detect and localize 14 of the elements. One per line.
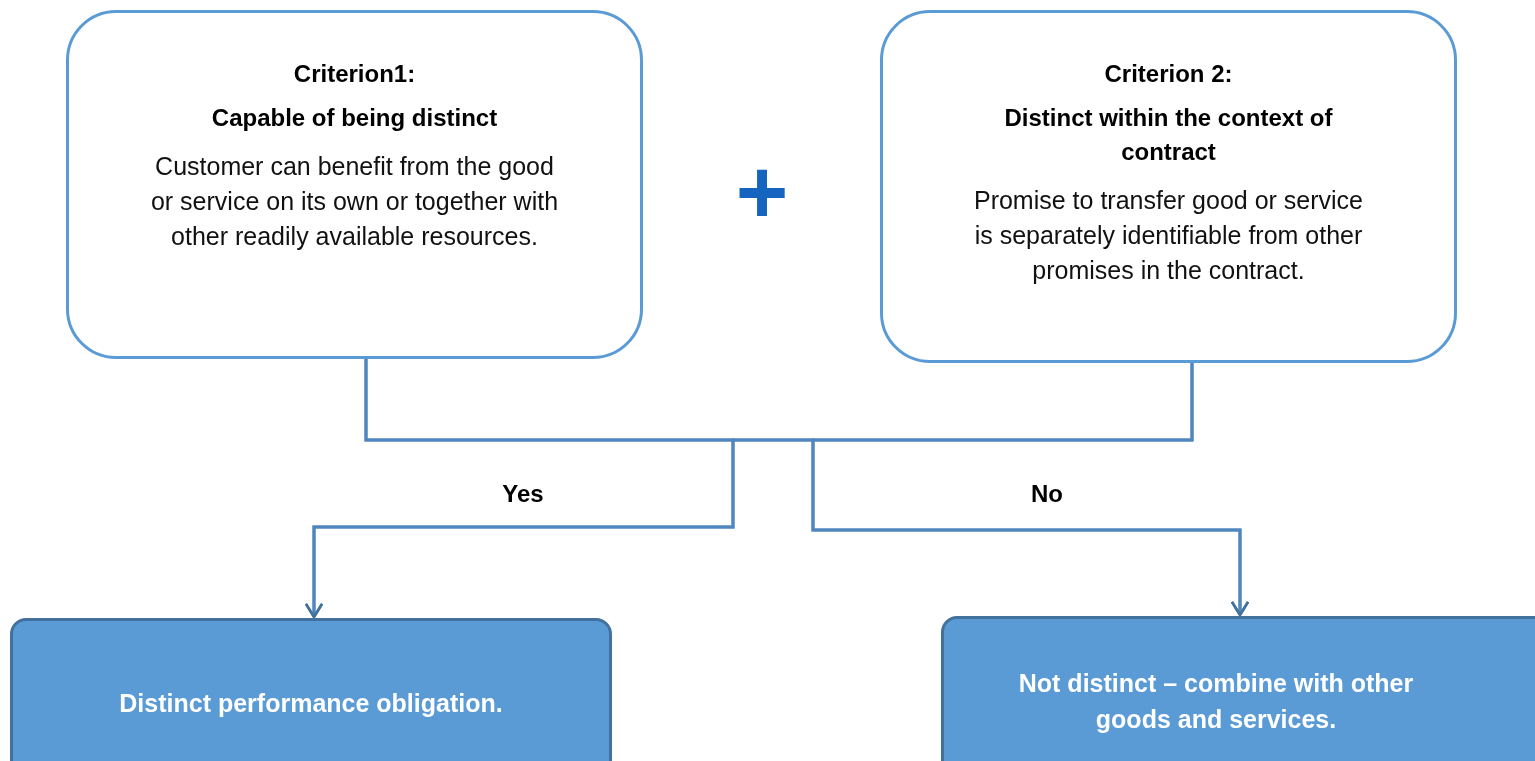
connector-arrow <box>811 363 1250 617</box>
criterion-description: Customer can benefit from the good or service on its own or together with other readily available resources. <box>149 151 560 252</box>
criterion-heading: Capable of being distinct <box>211 103 498 133</box>
plus-sign: + <box>735 147 789 237</box>
criterion-box <box>880 10 1457 363</box>
criterion-box <box>66 10 643 359</box>
result-box <box>941 616 1535 761</box>
criterion-title: Criterion1: <box>293 59 416 89</box>
result-text: Not distinct – combine with other goods and services. <box>1017 668 1415 735</box>
result-text: Distinct performance obligation. <box>119 688 503 719</box>
result-box <box>10 618 612 761</box>
criterion-title: Criterion 2: <box>1104 59 1233 89</box>
criterion-description: Promise to transfer good or service is separately identifiable from other promises in the contract. <box>972 185 1365 286</box>
criterion-heading: Distinct within the context of contract <box>1003 103 1334 167</box>
